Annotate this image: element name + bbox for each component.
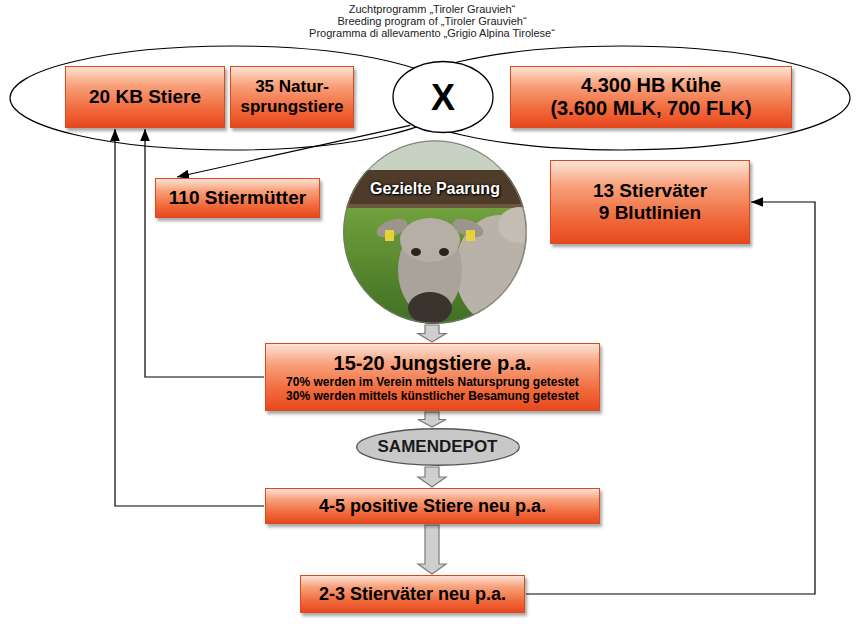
circle-shape bbox=[344, 141, 526, 323]
node-heading: Gezielte Paarung bbox=[370, 180, 500, 198]
circle-outline bbox=[343, 140, 527, 324]
process-box: 35 Natur- sprungstiere bbox=[230, 66, 354, 128]
group-ellipse bbox=[394, 46, 850, 150]
block-arrow bbox=[418, 525, 446, 574]
node-heading: 13 Stierväter bbox=[593, 180, 707, 202]
node-heading: 20 KB Stiere bbox=[89, 86, 201, 108]
node-heading: 2-3 Stierväter neu p.a. bbox=[319, 584, 506, 605]
flow-arrow bbox=[177, 125, 410, 177]
subtitle-label: Breeding program of „Tiroler Grauvieh“ bbox=[0, 15, 864, 27]
node-heading: X bbox=[431, 77, 455, 118]
node-text: 70% werden im Verein mittels Natursprung… bbox=[286, 375, 579, 389]
cow-photo bbox=[340, 138, 545, 326]
node-content: 35 Natur- sprungstiere bbox=[236, 77, 348, 117]
flow-arrow bbox=[145, 129, 264, 377]
process-box: 20 KB Stiere bbox=[65, 66, 225, 128]
block-arrow bbox=[418, 325, 446, 342]
subtitle-label: Programma di allevamento „Grigio Alpina … bbox=[0, 27, 864, 39]
ellipse-shape bbox=[356, 429, 519, 465]
node-heading: 4.300 HB Kühe bbox=[550, 74, 751, 97]
node-content: 2-3 Stierväter neu p.a. bbox=[319, 584, 506, 605]
ellipse-node: SAMENDEPOT bbox=[355, 428, 521, 466]
node-content: 4.300 HB Kühe(3.600 MLK, 700 FLK) bbox=[550, 74, 751, 120]
photo-circle: Gezielte Paarung bbox=[343, 140, 527, 324]
node-content: 13 Stierväter9 Blutlinien bbox=[593, 180, 707, 224]
node-content: 4-5 positive Stiere neu p.a. bbox=[319, 496, 546, 517]
process-box: 15-20 Jungstiere p.a.70% werden im Verei… bbox=[265, 343, 600, 411]
process-box: 4.300 HB Kühe(3.600 MLK, 700 FLK) bbox=[510, 66, 792, 128]
node-heading: 15-20 Jungstiere p.a. bbox=[286, 352, 579, 375]
process-box: 13 Stierväter9 Blutlinien bbox=[550, 160, 750, 244]
node-content: 15-20 Jungstiere p.a.70% werden im Verei… bbox=[286, 352, 579, 403]
node-heading: 110 Stiermütter bbox=[169, 187, 306, 209]
ellipse-shape bbox=[393, 61, 493, 132]
group-ellipse bbox=[10, 46, 454, 150]
node-text: (3.600 MLK, 700 FLK) bbox=[550, 97, 751, 120]
block-arrow bbox=[418, 467, 446, 487]
node-text: 9 Blutlinien bbox=[593, 202, 707, 224]
node-heading: 35 Natur- sprungstiere bbox=[236, 77, 348, 117]
process-box: 2-3 Stierväter neu p.a. bbox=[300, 575, 525, 613]
node-text: 30% werden mittels künstlicher Besamung … bbox=[286, 389, 579, 403]
block-arrow bbox=[418, 412, 446, 427]
process-box: 110 Stiermütter bbox=[155, 178, 320, 218]
node-heading: SAMENDEPOT bbox=[378, 437, 498, 457]
node-content: 110 Stiermütter bbox=[169, 187, 306, 209]
ellipse-node: X bbox=[392, 60, 494, 134]
node-content: X bbox=[431, 77, 455, 118]
node-heading: 4-5 positive Stiere neu p.a. bbox=[319, 496, 546, 517]
title-block: Zuchtprogramm „Tiroler Grauvieh“Breeding… bbox=[0, 3, 864, 39]
node-content: 20 KB Stiere bbox=[89, 86, 201, 108]
node-content: Gezielte Paarung bbox=[370, 180, 500, 198]
diagram-title: Zuchtprogramm „Tiroler Grauvieh“ bbox=[0, 3, 864, 15]
node-content: SAMENDEPOT bbox=[378, 437, 498, 457]
process-box: 4-5 positive Stiere neu p.a. bbox=[265, 488, 600, 524]
